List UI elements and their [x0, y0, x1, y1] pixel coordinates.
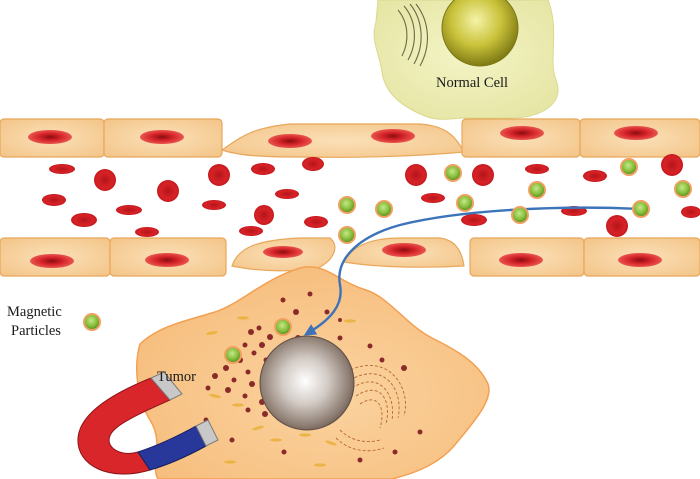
magnetic-particle — [528, 181, 546, 199]
magnetic-particle — [224, 346, 242, 364]
tumor-label: Tumor — [157, 369, 196, 385]
magnet-red-arm — [77, 377, 171, 475]
magnetic-particle — [456, 194, 474, 212]
vessel-wall-top — [0, 118, 700, 158]
golgi-apparatus — [397, 3, 429, 67]
magnetic-particle — [620, 158, 638, 176]
magnetic-particle — [511, 206, 529, 224]
magnetic-particle — [338, 226, 356, 244]
mitochondria — [206, 316, 356, 467]
trajectory-arrow — [303, 206, 642, 336]
tumor-cell — [136, 266, 490, 479]
legend-magnetic-particle — [83, 313, 101, 331]
magnetic-particles-label-line1: Magnetic — [7, 304, 62, 320]
magnetic-particle — [274, 318, 292, 336]
vessel-wall-bottom — [0, 237, 700, 277]
normal-cell-nucleus — [441, 0, 519, 67]
endoplasmic-reticulum — [335, 365, 406, 452]
magnetic-particle — [632, 200, 650, 218]
horseshoe-magnet — [77, 371, 219, 475]
red-blood-cells — [42, 154, 700, 237]
normal-cell-label: Normal Cell — [436, 75, 508, 91]
normal-cell — [373, 0, 559, 120]
magnet-tip-bottom — [195, 419, 219, 447]
magnetic-particles-label-line2: Particles — [11, 323, 61, 339]
endothelial-nuclei — [28, 126, 662, 268]
tumor-nucleus — [259, 335, 355, 431]
magnetic-particles — [83, 158, 692, 364]
magnetic-particle — [375, 200, 393, 218]
magnetic-particle — [674, 180, 692, 198]
magnetic-particle — [444, 164, 462, 182]
magnet-tip-top — [150, 371, 183, 401]
magnetic-particle — [338, 196, 356, 214]
